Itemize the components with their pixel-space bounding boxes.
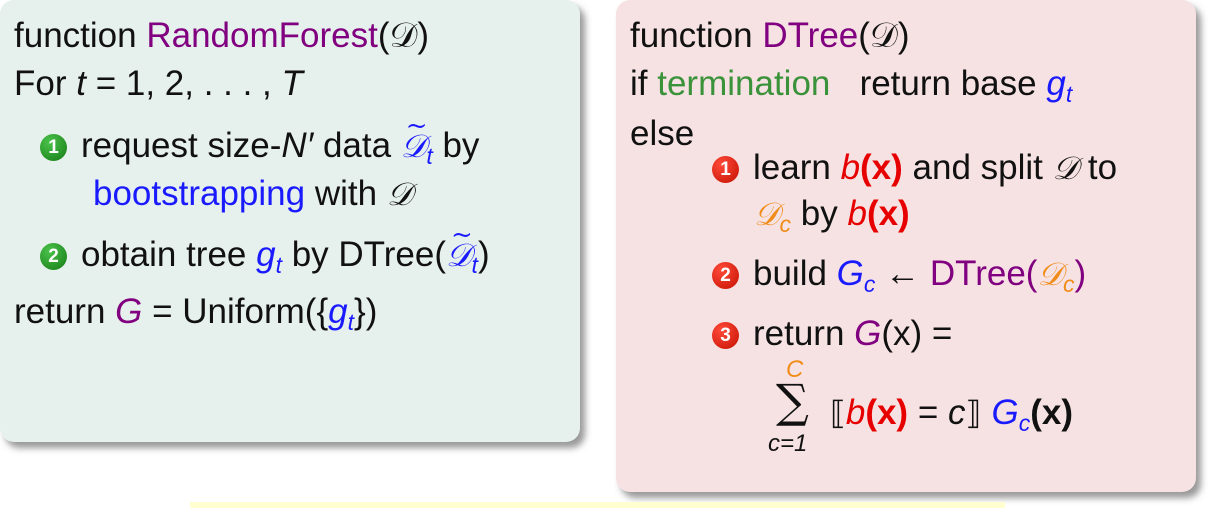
step-2-badge: 2: [40, 243, 67, 270]
bottom-highlight-strip: [190, 502, 1005, 508]
step-2-by: by DTree(: [281, 235, 446, 274]
random-forest-title: function RandomForest(𝒟): [14, 14, 429, 58]
return-line: return G = Uniform({gt}): [14, 290, 377, 337]
recursive-dataset: 𝒟: [1037, 255, 1064, 293]
dtree-name: DTree: [762, 16, 859, 55]
dtree-step-2-line: 2 build Gc ← DTree(𝒟c): [712, 252, 1086, 299]
dataset-symbol: 𝒟: [1052, 149, 1079, 187]
result-G: G: [854, 314, 882, 353]
function-keyword: function: [14, 16, 137, 55]
sum-sigma-symbol: ∑: [776, 374, 809, 428]
return-base-text: return base: [859, 64, 1047, 103]
dtree-step-3-line: 3 return G(x) =: [712, 312, 952, 356]
subtree-G-sub: c: [863, 271, 876, 297]
return-text: return: [753, 314, 855, 353]
bootstrapping-term: bootstrapping: [93, 174, 306, 213]
sub-dataset-sub: c: [779, 211, 792, 237]
random-forest-name: RandomForest: [146, 16, 378, 55]
subtree-G: G: [836, 254, 864, 293]
indicator-c: c: [947, 393, 966, 432]
return-close: }): [354, 292, 378, 331]
loop-variable: t: [76, 64, 86, 103]
close-bracket: ⟧: [965, 394, 992, 432]
sum-upper-limit: C: [786, 356, 804, 383]
sum-G-sub: c: [1018, 410, 1031, 436]
dtree-algorithm-block: function DTree(𝒟) if termination return …: [616, 0, 1196, 492]
step-2-text: obtain tree: [81, 235, 257, 274]
function-arg: (𝒟): [377, 16, 430, 55]
uniform-expression: = Uniform({: [142, 292, 329, 331]
indicator-b: b: [845, 393, 866, 432]
sum-G-x: (x): [1030, 393, 1074, 432]
bootstrap-dataset: 𝒟: [401, 104, 427, 168]
step-1b-text: with: [305, 174, 387, 213]
indicator-eq: =: [908, 393, 948, 432]
return-g: g: [328, 292, 348, 331]
dtree-step-1b-line: 𝒟c by b(x): [754, 192, 910, 239]
termination-term: termination: [657, 64, 831, 103]
return-keyword: return: [14, 292, 116, 331]
base-g-sub: t: [1065, 81, 1073, 107]
split-text: and split: [902, 148, 1053, 187]
sum-lower-limit: c=1: [768, 430, 808, 457]
learn-text: learn: [753, 148, 841, 187]
step-1-line: 1 request size-N′ data 𝒟t by: [40, 104, 480, 171]
branch-b-2: b: [847, 194, 867, 233]
to-text: to: [1078, 148, 1118, 187]
dtree-step-1-line: 1 learn b(x) and split 𝒟 to: [712, 146, 1117, 190]
function-arg: (𝒟): [858, 16, 910, 55]
else-line: else: [630, 112, 694, 156]
loop-range: = 1, 2, . . . ,: [95, 64, 282, 103]
step-1-text2: data: [313, 126, 401, 165]
if-keyword: if: [630, 64, 648, 103]
for-keyword: For: [14, 64, 67, 103]
function-keyword: function: [630, 16, 753, 55]
base-g: g: [1046, 64, 1066, 103]
tree-g-sub: t: [275, 252, 282, 278]
bootstrap-dataset-sub: t: [426, 143, 433, 169]
indicator-sum-line: ⟦b(x) = c⟧ Gc(x): [830, 391, 1073, 438]
result-x-eq: (x) =: [881, 314, 953, 353]
dtree-step-2-badge: 2: [712, 262, 739, 289]
left-arrow: ←: [875, 254, 930, 293]
branch-b: b: [840, 148, 861, 187]
step-1-N: N′: [281, 126, 314, 165]
dtree-recursive: DTree(: [929, 254, 1038, 293]
tree-g: g: [256, 235, 276, 274]
branch-x-2: (x): [866, 194, 910, 233]
step-1-text: request size-: [81, 126, 282, 165]
dataset-symbol: 𝒟: [386, 175, 413, 213]
dtree-step-1-badge: 1: [712, 156, 739, 183]
recursive-dataset-sub: c: [1063, 271, 1075, 297]
if-line: if termination return base gt: [630, 62, 1072, 109]
return-g-sub: t: [347, 309, 354, 335]
step-1-badge: 1: [40, 134, 67, 161]
random-forest-algorithm-block: function RandomForest(𝒟) For t = 1, 2, .…: [0, 0, 580, 442]
branch-x: (x): [860, 148, 903, 187]
dtree-close: ): [1074, 254, 1087, 293]
step-2-close: ): [477, 235, 490, 274]
indicator-x: (x): [865, 393, 909, 432]
loop-T: T: [281, 64, 303, 103]
for-loop-line: For t = 1, 2, . . . , T: [14, 62, 303, 106]
build-text: build: [753, 254, 837, 293]
ensemble-G: G: [115, 292, 143, 331]
dtree-step-3-badge: 3: [712, 322, 739, 349]
open-bracket: ⟦: [830, 394, 846, 432]
sub-dataset: 𝒟: [754, 195, 780, 233]
sum-G: G: [991, 393, 1019, 432]
by-text: by: [791, 194, 848, 233]
step-1b-line: bootstrapping with 𝒟: [93, 172, 412, 216]
step-2-dataset: 𝒟: [446, 213, 472, 277]
step-2-dataset-sub: t: [471, 252, 478, 278]
dtree-title: function DTree(𝒟): [630, 14, 910, 58]
step-1-by: by: [432, 126, 480, 165]
else-keyword: else: [630, 114, 695, 153]
